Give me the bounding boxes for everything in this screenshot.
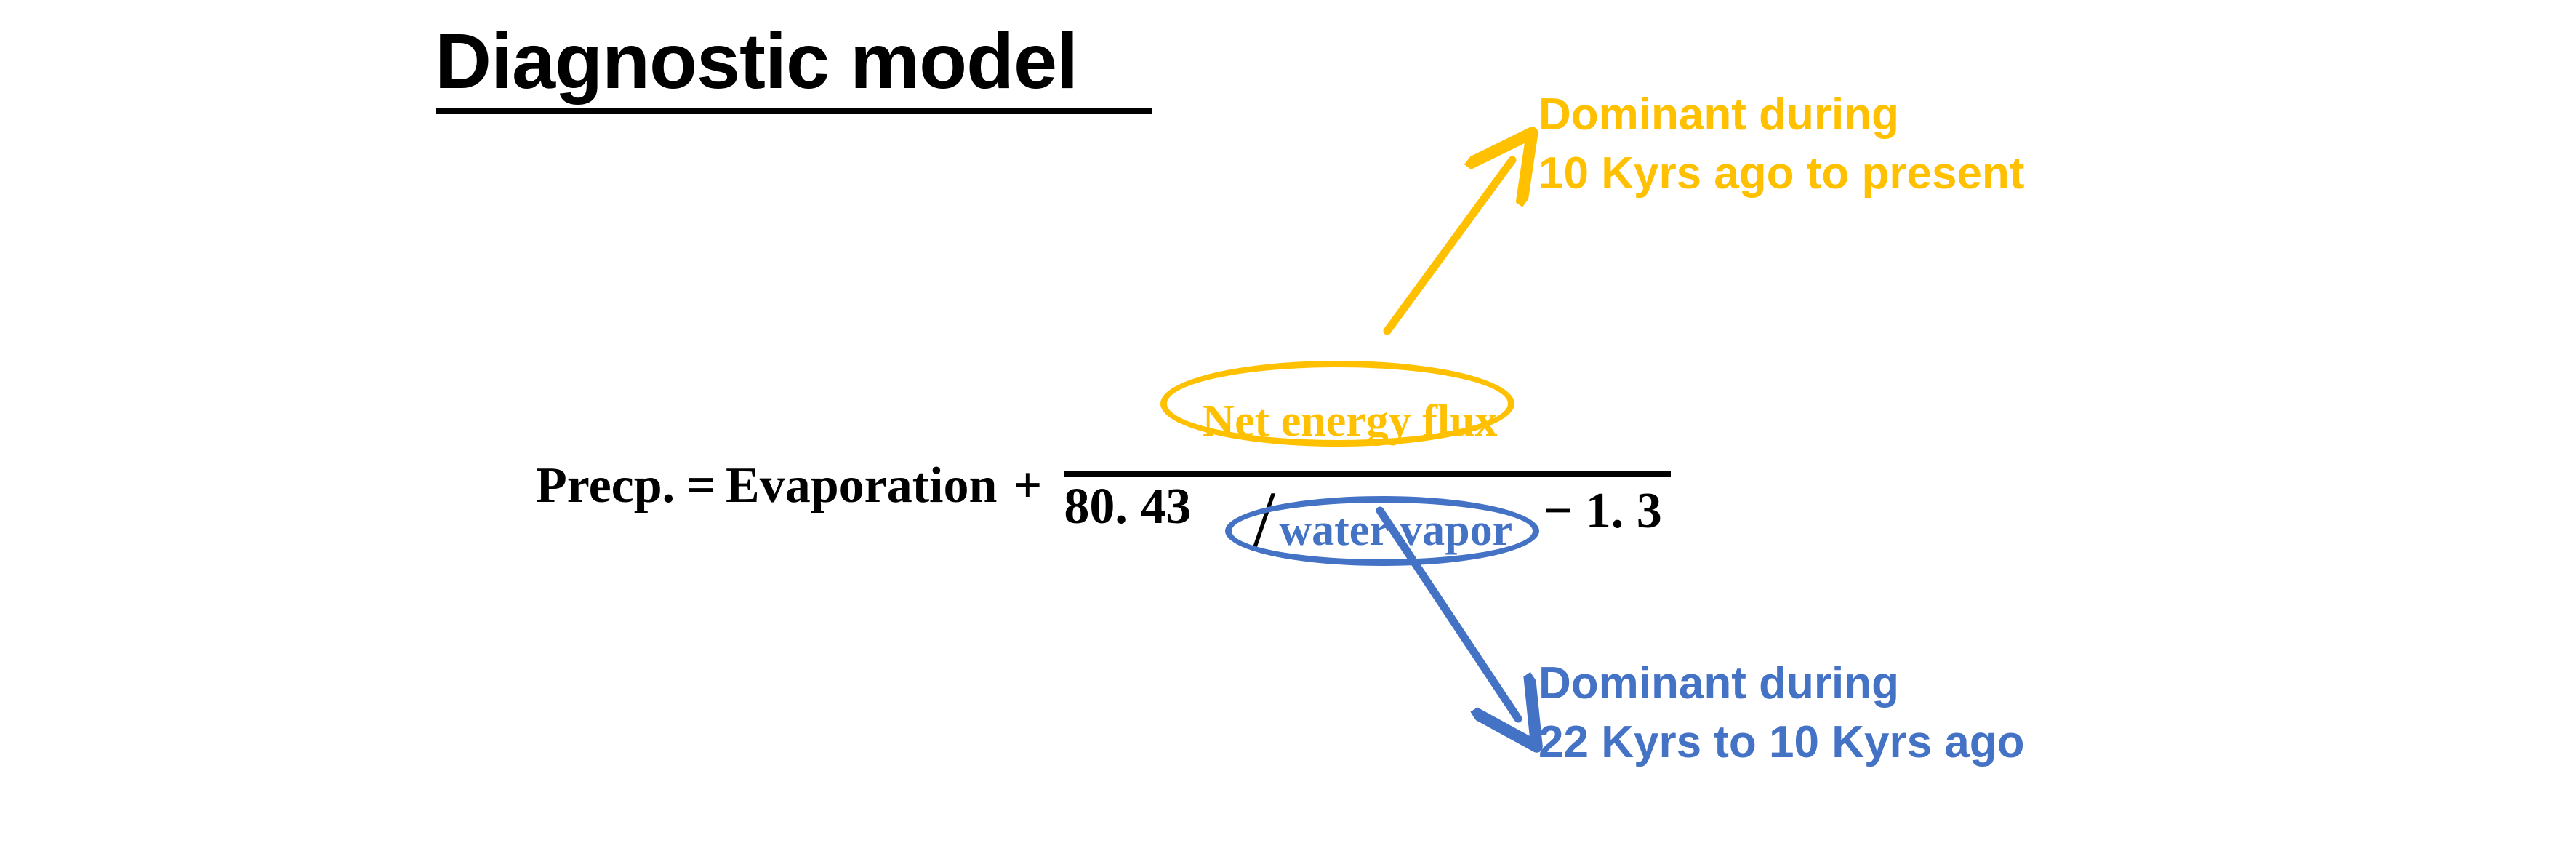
- numerator-label-net-energy-flux: Net energy flux: [1202, 396, 1498, 446]
- fraction-numerator: Net energy flux: [1064, 361, 1671, 471]
- ellipse-highlight-net-energy-flux: [1160, 361, 1515, 447]
- equation-evaporation-term: Evaporation: [726, 458, 998, 514]
- equation-plus-sign: +: [1013, 458, 1043, 514]
- annotation-label-yellow: Dominant during 10 Kyrs ago to present: [1538, 89, 2025, 199]
- annotation-label-blue: Dominant during 22 Kyrs to 10 Kyrs ago: [1538, 658, 2025, 767]
- arrow-yellow-to-annotation: [1383, 160, 1512, 335]
- denominator-coefficient: 80. 43: [1064, 479, 1192, 535]
- equation-fraction: Net energy flux 80. 43 / water vapor − 1…: [1064, 361, 1672, 586]
- fraction-denominator: 80. 43 / water vapor − 1. 3: [1064, 477, 1671, 586]
- title-underline: [436, 108, 1152, 114]
- equation-equals-sign: =: [686, 458, 716, 514]
- denominator-label-water-vapor: water vapor: [1279, 506, 1513, 555]
- equation-lhs: Precp.: [536, 458, 675, 514]
- denominator-offset: − 1. 3: [1544, 483, 1662, 539]
- page-title: Diagnostic model: [435, 17, 1078, 105]
- equation: Precp. = Evaporation + Net energy flux 8…: [536, 361, 1672, 586]
- fraction-bar: [1064, 471, 1672, 477]
